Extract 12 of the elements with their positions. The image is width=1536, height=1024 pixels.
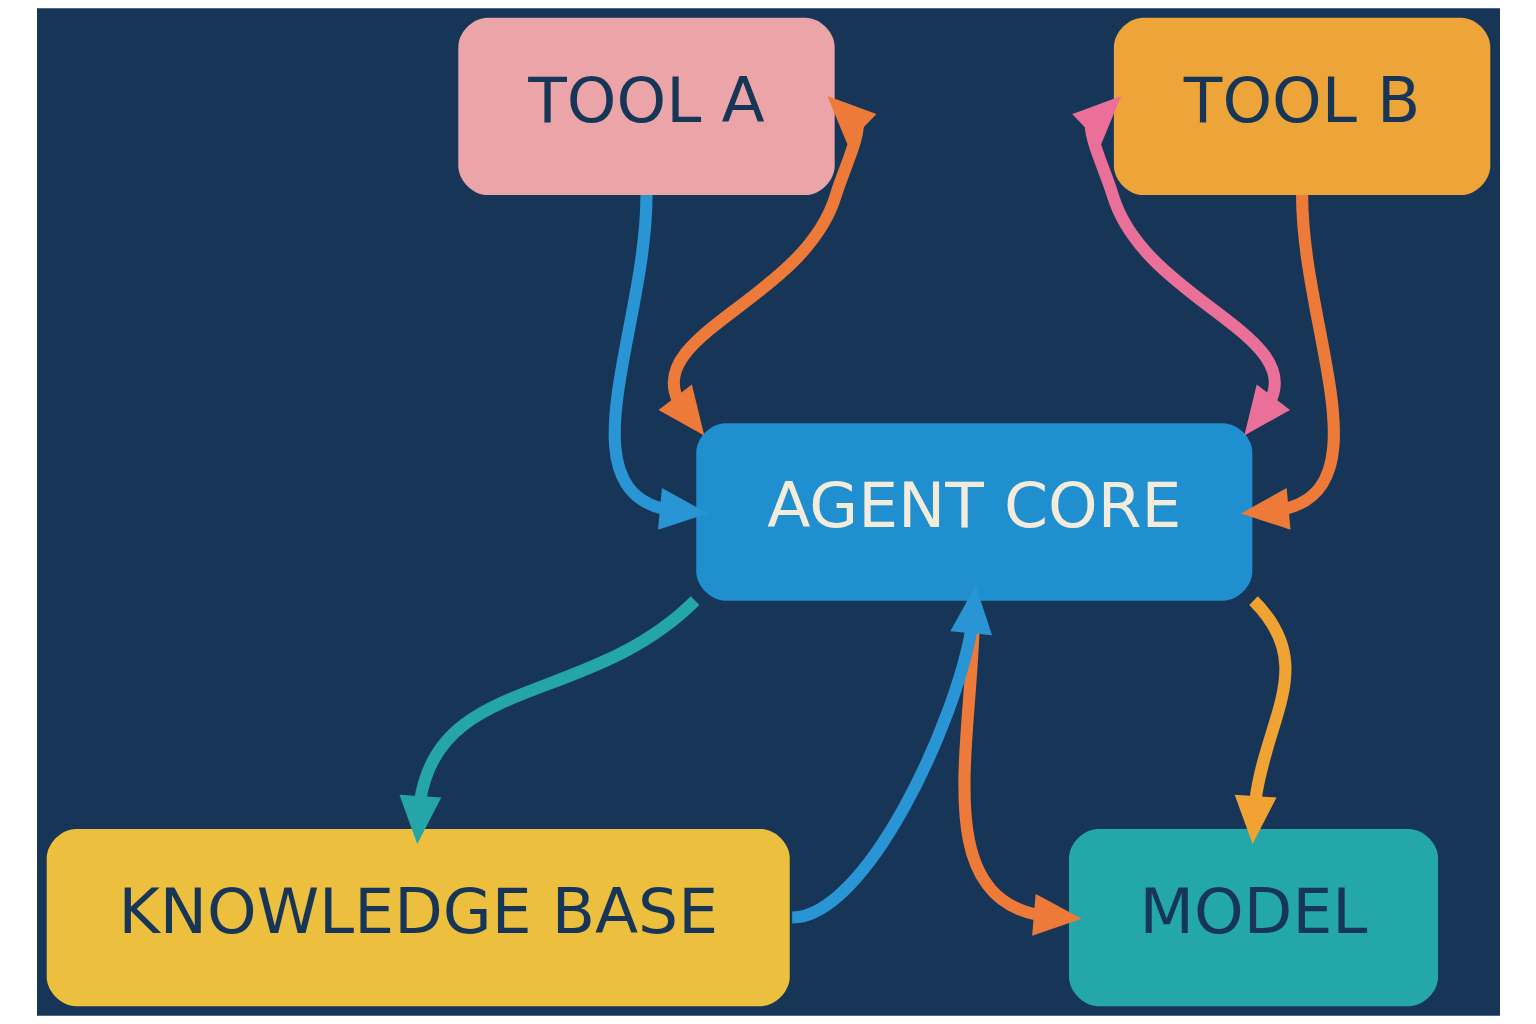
arrow (398, 596, 699, 844)
node-box: KNOWLEDGE BASE (46, 828, 790, 1007)
arrow (608, 194, 708, 530)
arrow (658, 96, 876, 436)
node-box: TOOL B (1113, 17, 1490, 196)
node-box: AGENT CORE (695, 423, 1252, 601)
arrow (1234, 596, 1291, 844)
node-box: MODEL (1068, 828, 1438, 1007)
arrow (1240, 194, 1340, 530)
arrow (1071, 96, 1290, 436)
arrow (790, 585, 992, 924)
node-box: TOOL A (457, 17, 835, 196)
